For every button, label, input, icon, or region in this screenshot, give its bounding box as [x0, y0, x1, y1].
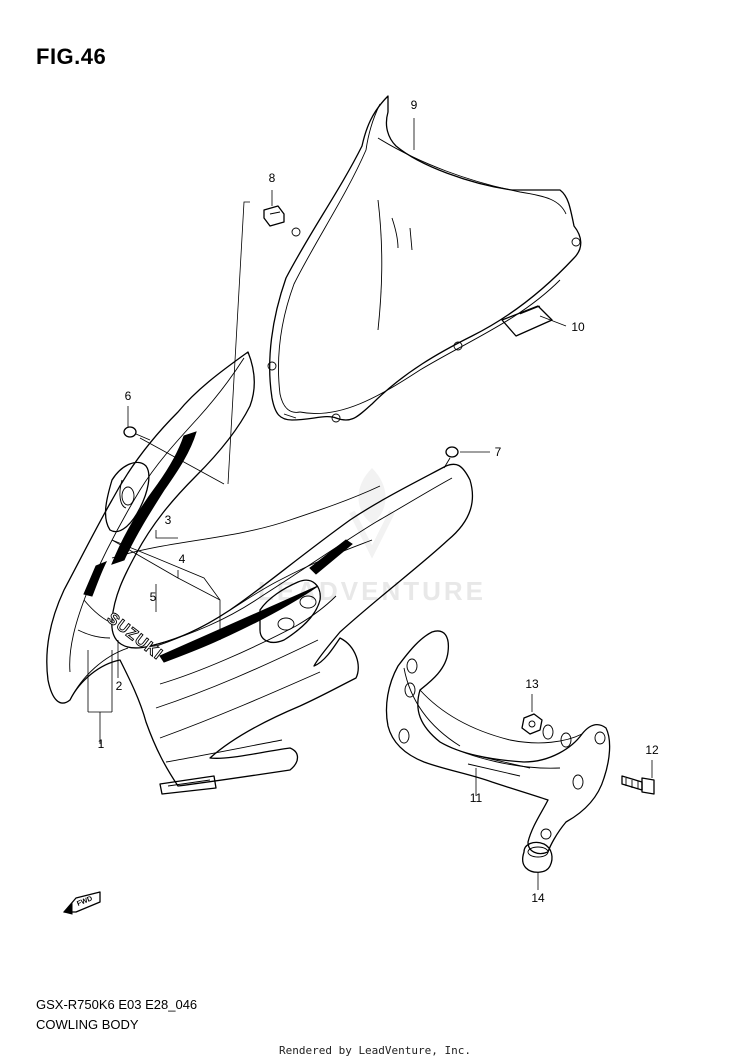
callout-10: 10: [571, 320, 585, 334]
strip-part-10: [501, 305, 553, 337]
callout-1: 1: [97, 737, 105, 751]
watermark-logo: [349, 468, 395, 559]
callout-8: 8: [268, 171, 276, 185]
nut-part-13: [521, 713, 543, 735]
callout-2: 2: [115, 679, 123, 693]
suzuki-decal-text: SUZUKI: [104, 610, 166, 664]
rendered-by-credit: Rendered by LeadVenture, Inc.: [278, 1044, 472, 1057]
stay-bracket-part-11: [385, 630, 611, 855]
callout-4: 4: [178, 552, 186, 566]
callout-14: 14: [531, 891, 545, 905]
fwd-arrow-icon: FWD: [63, 891, 101, 915]
suzuki-decal-part-5: SUZUKI: [103, 609, 166, 664]
callout-5: 5: [149, 590, 157, 604]
leader-lines: [87, 118, 653, 890]
callout-9: 9: [410, 98, 418, 112]
grommet-part-14: [522, 841, 553, 873]
windscreen-part-9: [267, 95, 582, 423]
bolt-part-12: [621, 775, 655, 795]
figure-title: FIG.46: [36, 44, 107, 69]
model-code: GSX-R750K6 E03 E28_046: [36, 997, 198, 1012]
callout-7: 7: [494, 445, 502, 459]
callout-12: 12: [645, 743, 659, 757]
cowling-body-part-1: [46, 351, 474, 795]
section-name: COWLING BODY: [36, 1017, 139, 1032]
screw-part-6: [123, 426, 151, 441]
nut-part-8: [263, 205, 285, 227]
stripe-decal-parts-3-4: [83, 431, 381, 663]
callout-3: 3: [164, 513, 172, 527]
callout-13: 13: [525, 677, 539, 691]
callout-6: 6: [124, 389, 132, 403]
callout-11: 11: [469, 791, 483, 805]
